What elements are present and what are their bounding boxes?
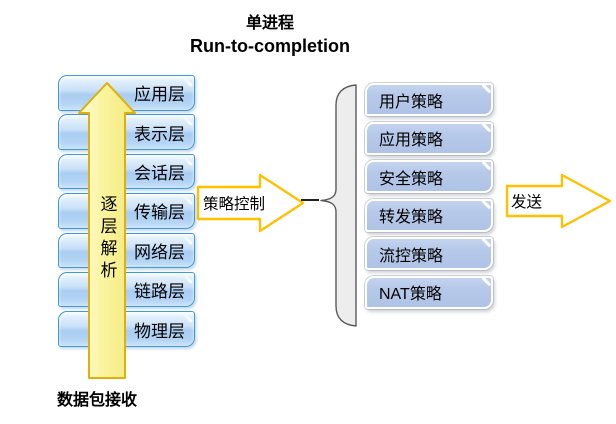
policy-control-arrow-label: 策略控制: [203, 196, 266, 213]
left-brace-icon: [320, 84, 357, 327]
layer-box-link: 链路层: [58, 271, 195, 308]
layer-box-physical: 物理层: [58, 311, 195, 347]
send-arrow-icon: [505, 173, 612, 229]
policy-label: 应用策略: [379, 132, 444, 149]
send-arrow-label: 发送: [511, 194, 543, 211]
layer-label: 表示层: [134, 124, 185, 144]
up-arrow-icon: [78, 82, 136, 379]
up-arrow-label: 逐层解析: [97, 195, 117, 283]
policy-box-flow-control: 流控策略: [365, 237, 493, 270]
policy-label: NAT策略: [379, 286, 442, 303]
policy-label: 用户策略: [379, 93, 444, 111]
title-line-1: 单进程: [245, 15, 294, 32]
layer-box-presentation: 表示层: [58, 114, 195, 150]
diagram-title: 单进程 Run-to-completion: [70, 13, 470, 58]
layer-box-transport: 传输层: [58, 193, 195, 229]
policy-label: 安全策略: [379, 170, 444, 188]
layer-label: 传输层: [134, 203, 185, 223]
layer-box-session: 会话层: [58, 153, 195, 190]
policy-stack: 用户策略 应用策略 安全策略 转发策略 流控策略 NAT策略: [365, 83, 493, 309]
policy-control-arrow-icon: [196, 173, 305, 233]
title-line-2: Run-to-completion: [190, 36, 350, 56]
layer-label: 会话层: [134, 164, 185, 184]
layer-label: 链路层: [134, 282, 185, 302]
policy-box-forwarding: 转发策略: [365, 198, 493, 232]
layer-label: 物理层: [134, 321, 185, 341]
osi-layer-stack: 应用层 表示层 会话层 传输层 网络层 链路层 物理层: [58, 75, 195, 347]
policy-label: 流控策略: [379, 247, 444, 265]
layer-label: 应用层: [134, 85, 185, 105]
policy-box-user: 用户策略: [365, 83, 493, 116]
layer-box-network: 网络层: [58, 232, 195, 269]
policy-box-application: 应用策略: [365, 121, 493, 155]
receive-label: 数据包接收: [57, 392, 138, 409]
policy-label: 转发策略: [379, 209, 444, 226]
connector-line: [301, 199, 319, 201]
policy-box-nat: NAT策略: [365, 275, 493, 309]
policy-box-security: 安全策略: [365, 160, 493, 193]
layer-label: 网络层: [134, 242, 185, 262]
